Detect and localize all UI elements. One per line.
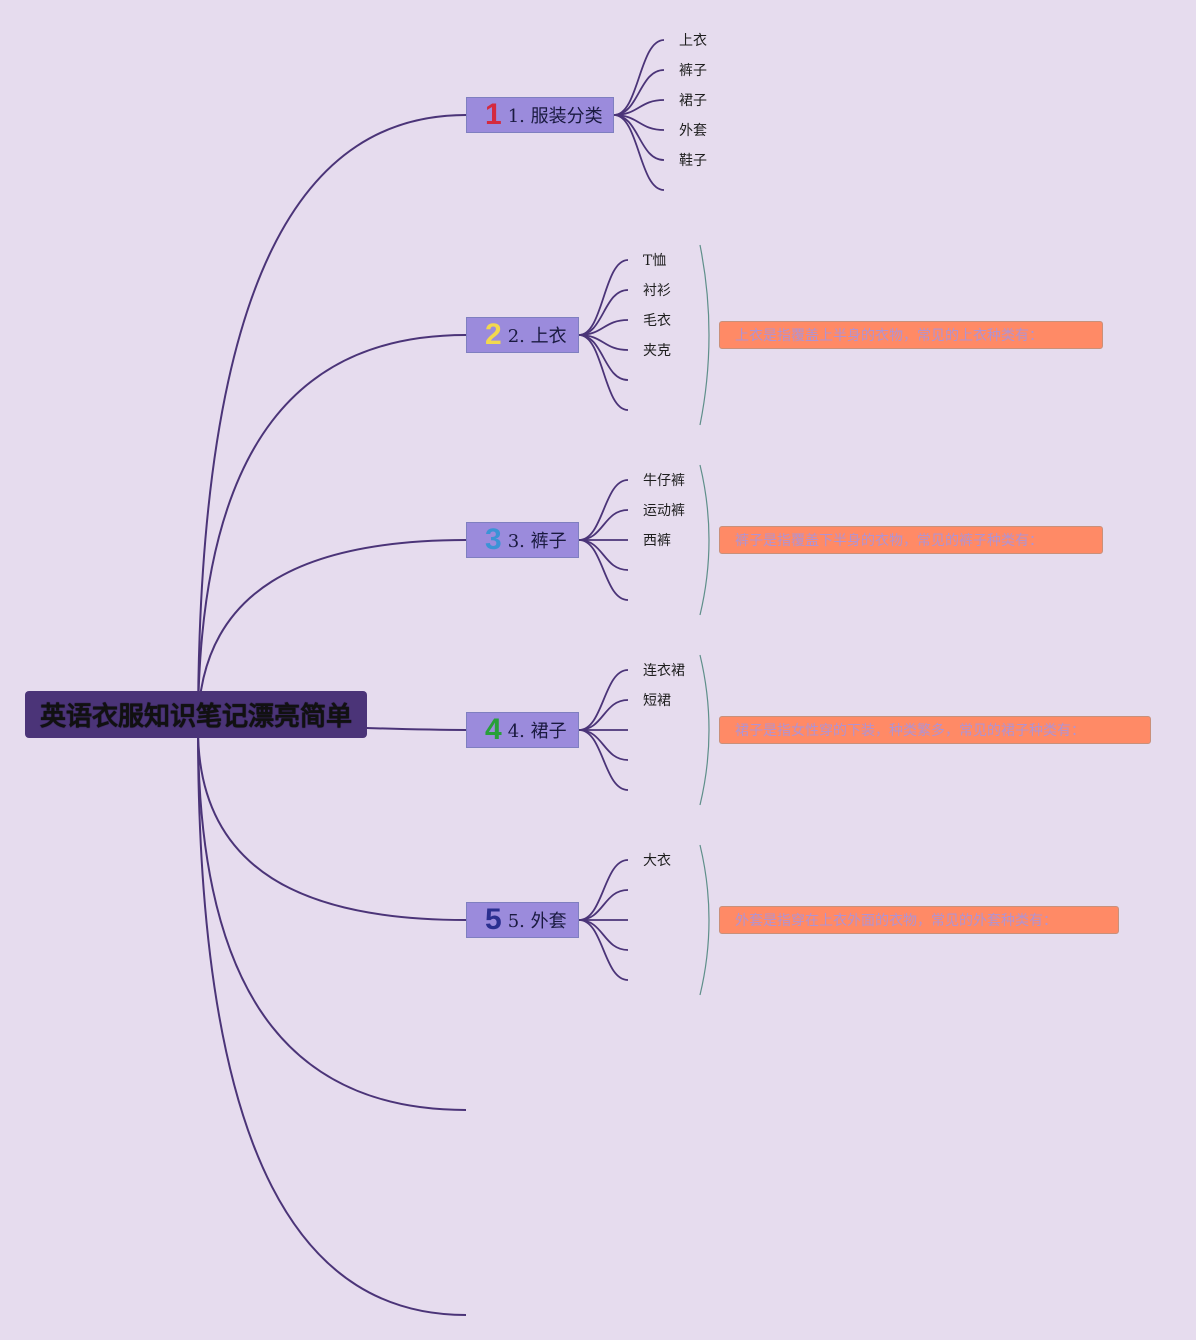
root-connector (197, 728, 467, 1316)
summary-bracket (699, 654, 710, 806)
branch-5-label: 5. 外套 (507, 911, 567, 932)
branch-3-item-2[interactable]: 运动裤 (643, 503, 685, 519)
leaf-connector (578, 729, 629, 791)
root-title: 英语衣服知识笔记漂亮简单 (39, 702, 352, 732)
root-connector (197, 539, 467, 730)
branch-1-item-1[interactable]: 上衣 (679, 33, 707, 49)
branch-1-item-3[interactable]: 裙子 (679, 93, 707, 109)
branch-2-label: 2. 上衣 (507, 326, 567, 347)
summary-bracket (699, 244, 710, 426)
leaf-connector (578, 669, 629, 731)
branch-2-note[interactable]: 上衣是指覆盖上半身的衣物，常见的上衣种类有： (719, 321, 1103, 349)
leaf-connector (578, 334, 629, 411)
root-connector (197, 334, 467, 730)
branch-3-note[interactable]: 裤子是指覆盖下半身的衣物，常见的裤子种类有： (719, 526, 1103, 554)
summary-bracket (699, 844, 710, 996)
leaf-connector (578, 699, 629, 731)
branch-1-item-2[interactable]: 裤子 (679, 63, 707, 79)
number-2-icon: 2 (485, 318, 502, 351)
branch-3[interactable]: 3 3. 裤子 (466, 522, 579, 558)
root-connector (366, 727, 467, 731)
root-connector (197, 114, 467, 730)
branch-4[interactable]: 4 4. 裙子 (466, 712, 579, 748)
leaf-connector (578, 259, 629, 336)
branch-1-item-5[interactable]: 鞋子 (679, 153, 707, 169)
summary-bracket (699, 464, 710, 616)
number-1-icon: 1 (485, 98, 502, 131)
branch-2[interactable]: 2 2. 上衣 (466, 317, 579, 353)
root-connector (197, 728, 467, 921)
branch-4-item-1[interactable]: 连衣裙 (643, 663, 685, 679)
root-connector (197, 728, 467, 1111)
number-5-icon: 5 (485, 903, 502, 936)
branch-4-note[interactable]: 裙子是指女性穿的下装，种类繁多，常见的裙子种类有： (719, 716, 1151, 744)
branch-4-item-2[interactable]: 短裙 (643, 693, 671, 709)
leaf-connector (578, 729, 629, 761)
number-3-icon: 3 (485, 523, 502, 556)
branch-5-note[interactable]: 外套是指穿在上衣外面的衣物，常见的外套种类有： (719, 906, 1119, 934)
branch-1[interactable]: 1 1. 服装分类 (466, 97, 614, 133)
leaf-connector (613, 39, 665, 116)
leaf-connector (578, 479, 629, 541)
number-4-icon: 4 (485, 713, 502, 746)
branch-1-label: 1. 服装分类 (507, 106, 603, 127)
branch-3-item-3[interactable]: 西裤 (643, 533, 671, 549)
branch-3-item-1[interactable]: 牛仔裤 (643, 473, 685, 489)
leaf-connector (578, 889, 629, 921)
branch-3-label: 3. 裤子 (507, 531, 567, 552)
branch-1-item-4[interactable]: 外套 (679, 123, 707, 139)
branch-5[interactable]: 5 5. 外套 (466, 902, 579, 938)
leaf-connector (613, 114, 665, 191)
leaf-connector (578, 919, 629, 951)
leaf-connector (578, 509, 629, 541)
leaf-connector (578, 539, 629, 601)
branch-2-item-4[interactable]: 夹克 (643, 343, 671, 359)
branch-2-item-2[interactable]: 衬衫 (643, 283, 671, 299)
leaf-connector (578, 859, 629, 921)
leaf-connector (578, 919, 629, 981)
branch-5-item-1[interactable]: 大衣 (643, 853, 671, 869)
root-topic[interactable]: 英语衣服知识笔记漂亮简单 (25, 691, 367, 738)
branch-2-item-1[interactable]: T恤 (643, 253, 667, 269)
branch-2-item-3[interactable]: 毛衣 (643, 313, 671, 329)
leaf-connector (578, 539, 629, 571)
branch-4-label: 4. 裙子 (507, 721, 567, 742)
